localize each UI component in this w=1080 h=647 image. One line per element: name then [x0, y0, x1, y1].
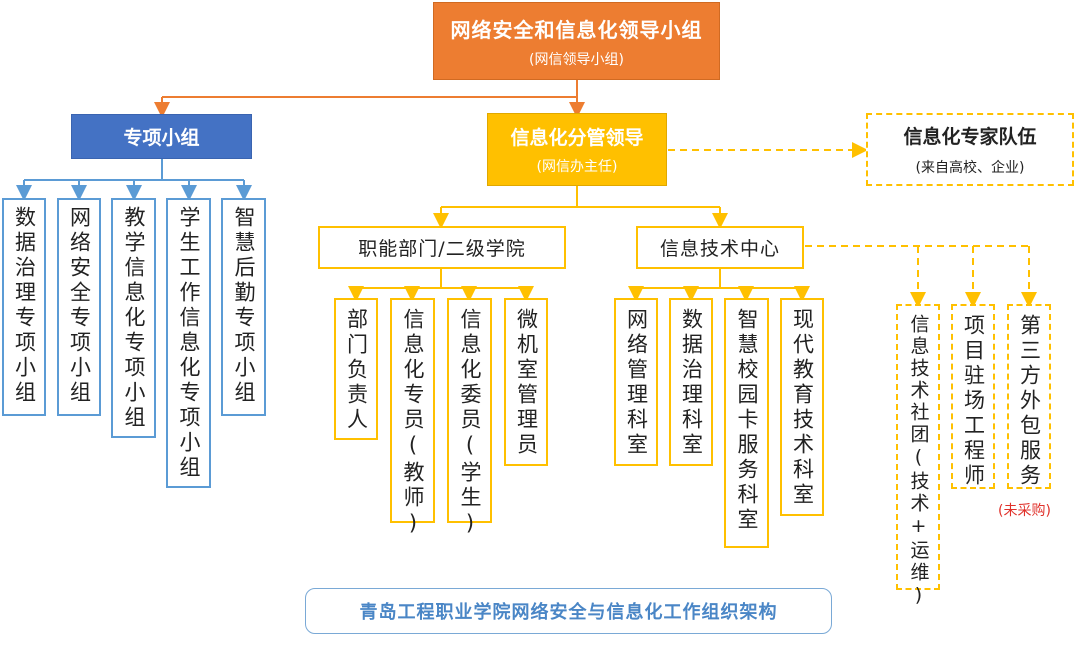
leadership-group-subtitle: (网信领导小组) — [529, 51, 624, 68]
it-leader-title: 信息化分管领导 — [510, 127, 644, 149]
department-item-label: 微机室管理员 — [514, 308, 539, 458]
external-item: 项目驻场工程师 — [951, 304, 995, 489]
expert-team-title: 信息化专家队伍 — [903, 126, 1037, 148]
special-group-item: 数据治理专项小组 — [2, 198, 46, 416]
leadership-group-title: 网络安全和信息化领导小组 — [450, 17, 703, 42]
external-item: 信息技术社团(技术+运维) — [896, 304, 940, 609]
diagram-caption: 青岛工程职业学院网络安全与信息化工作组织架构 — [305, 588, 832, 634]
it-center-item: 数据治理科室 — [669, 298, 713, 466]
expert-team-box: 信息化专家队伍 (来自高校、企业) — [866, 113, 1074, 186]
it-center-item: 现代教育技术科室 — [780, 298, 824, 516]
it-center-item-label: 网络管理科室 — [624, 308, 649, 458]
special-group-item-label: 学生工作信息化专项小组 — [177, 206, 201, 481]
special-group-item-label: 网络安全专项小组 — [67, 206, 92, 406]
department-item: 部门负责人 — [334, 298, 378, 440]
external-item-label: 第三方外包服务 — [1017, 314, 1042, 489]
departments-box: 职能部门/二级学院 — [318, 226, 566, 269]
leadership-group-box: 网络安全和信息化领导小组 (网信领导小组) — [433, 2, 720, 80]
department-item-label: 信息化专员(教师) — [401, 308, 425, 539]
special-group-item: 学生工作信息化专项小组 — [166, 198, 211, 488]
it-center-item-label: 数据治理科室 — [679, 308, 704, 458]
expert-team-subtitle: (来自高校、企业) — [915, 160, 1025, 176]
department-item: 信息化专员(教师) — [390, 298, 435, 539]
department-item-label: 部门负责人 — [344, 308, 369, 433]
external-item-label: 项目驻场工程师 — [961, 314, 986, 489]
it-center-item: 网络管理科室 — [614, 298, 658, 466]
special-group-item: 智慧后勤专项小组 — [221, 198, 266, 416]
department-item: 信息化委员(学生) — [447, 298, 492, 539]
it-center-item-label: 智慧校园卡服务科室 — [735, 308, 759, 533]
external-item: 第三方外包服务 — [1007, 304, 1051, 489]
special-groups-box: 专项小组 — [71, 114, 252, 159]
special-group-item: 教学信息化专项小组 — [111, 198, 156, 438]
it-leader-subtitle: (网信办主任) — [536, 159, 618, 175]
department-item-label: 信息化委员(学生) — [458, 308, 482, 539]
special-group-item-label: 教学信息化专项小组 — [122, 206, 146, 431]
not-purchased-note: (未采购) — [998, 503, 1051, 519]
special-group-item-label: 数据治理专项小组 — [12, 206, 37, 406]
it-center-item-label: 现代教育技术科室 — [790, 308, 815, 508]
special-group-item: 网络安全专项小组 — [57, 198, 101, 416]
external-item-label: 信息技术社团(技术+运维) — [907, 314, 930, 609]
special-group-item-label: 智慧后勤专项小组 — [232, 206, 256, 406]
department-item: 微机室管理员 — [504, 298, 548, 466]
it-leader-box: 信息化分管领导 (网信办主任) — [487, 113, 667, 186]
it-center-box: 信息技术中心 — [636, 226, 804, 269]
it-center-item: 智慧校园卡服务科室 — [724, 298, 769, 548]
